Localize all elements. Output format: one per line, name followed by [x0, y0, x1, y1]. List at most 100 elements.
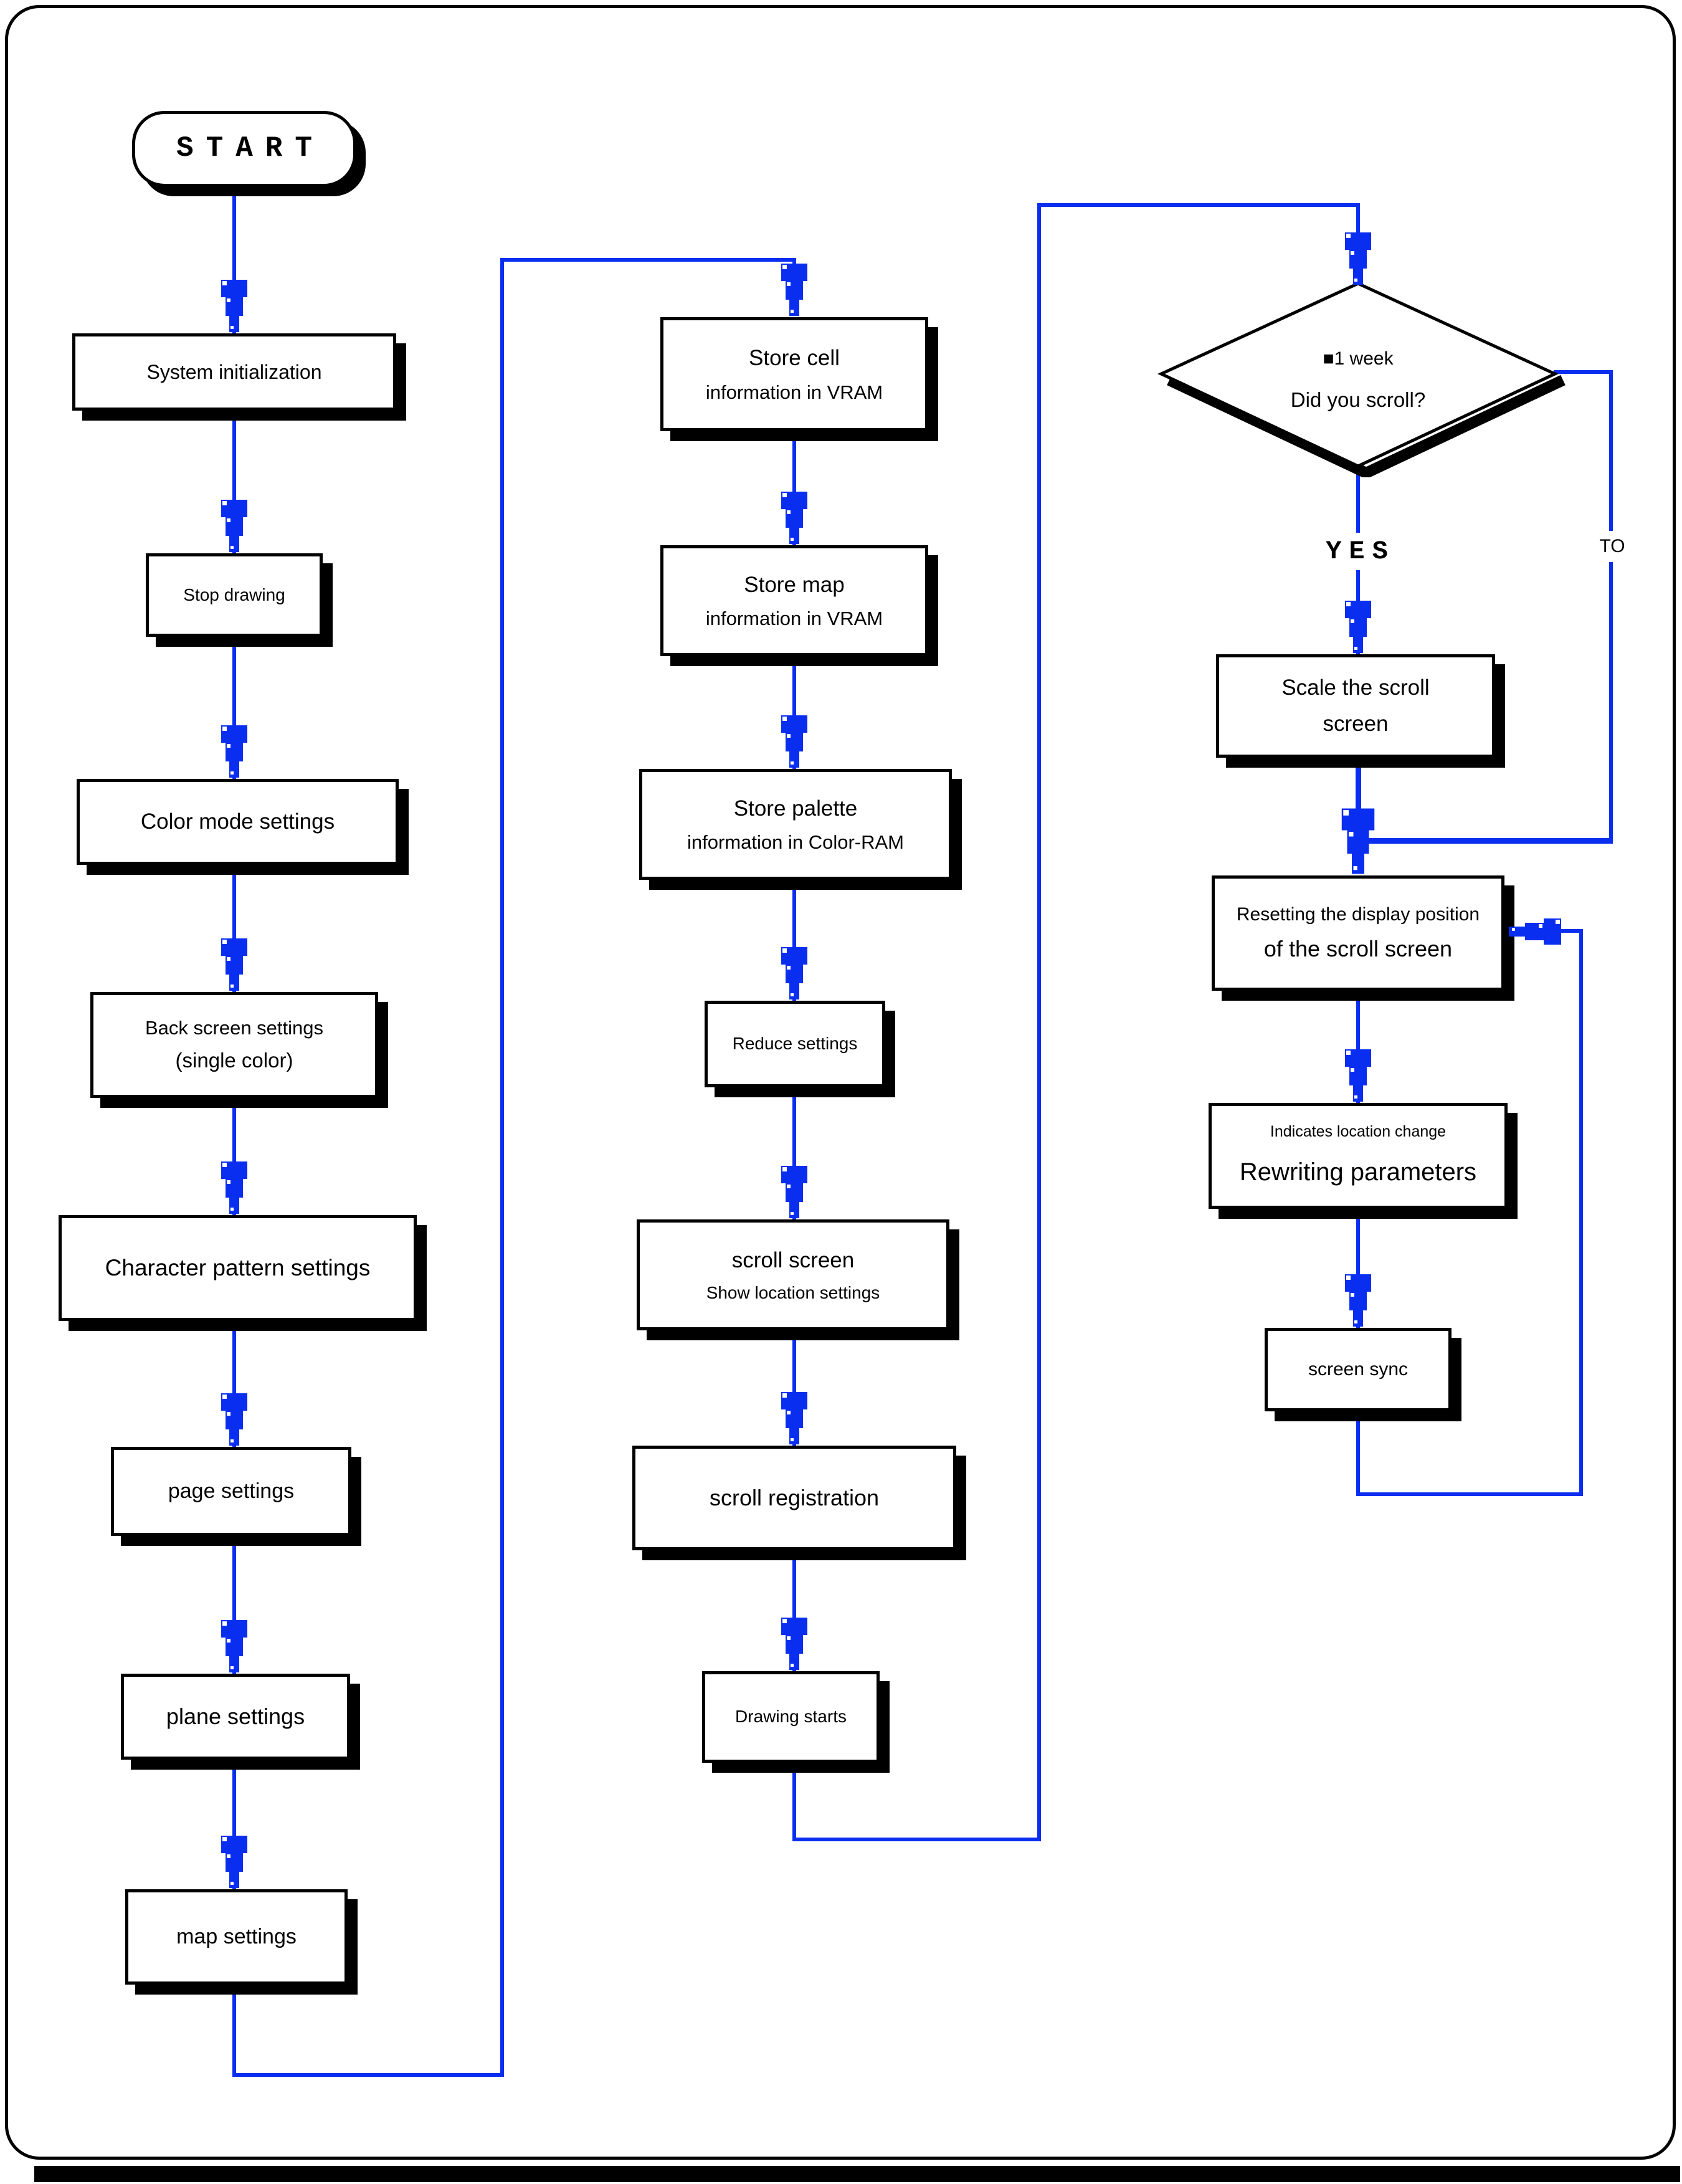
- node-reduce-settings: Reduce settings: [705, 1001, 885, 1087]
- node-label: (single color): [175, 1049, 293, 1072]
- decision-diamond-shape: [1157, 282, 1566, 477]
- connector-loop: [1356, 1492, 1583, 1496]
- arrowhead-icon: [219, 496, 249, 553]
- arrowhead-icon: [219, 1390, 249, 1447]
- node-label: Show location settings: [706, 1282, 880, 1302]
- connector: [1037, 203, 1041, 1841]
- node-label: Reduce settings: [732, 1034, 858, 1054]
- node-label: Drawing starts: [735, 1707, 847, 1727]
- node-label: information in VRAM: [705, 381, 883, 403]
- page-bottom-bar: [34, 2166, 1680, 2182]
- connector: [232, 413, 236, 553]
- node-store-palette: Store palette information in Color-RAM: [639, 769, 952, 880]
- arrowhead-icon: [219, 1616, 249, 1674]
- node-rewriting-parameters: Indicates location change Rewriting para…: [1209, 1103, 1508, 1209]
- arrowhead-icon: [1343, 229, 1373, 286]
- node-map-settings: map settings: [125, 1889, 348, 1985]
- decision-diamond: [1146, 272, 1582, 477]
- connector: [792, 1773, 796, 1841]
- node-label: screen sync: [1308, 1359, 1409, 1380]
- connector: [500, 258, 504, 2077]
- connector: [792, 1838, 1041, 1841]
- node-label: Color mode settings: [140, 809, 335, 834]
- yes-branch-label: YES: [1302, 533, 1419, 570]
- connector: [232, 1538, 236, 1674]
- connector: [1037, 203, 1360, 207]
- connector: [232, 1987, 236, 2077]
- connector: [1356, 203, 1360, 253]
- node-label: plane settings: [166, 1704, 305, 1730]
- connector: [1356, 1219, 1360, 1328]
- start-label: START: [176, 132, 325, 165]
- arrowhead-icon: [779, 712, 809, 769]
- node-label: Scale the scroll: [1281, 675, 1430, 700]
- arrowhead-icon: [1343, 597, 1373, 654]
- arrowhead-icon: [779, 260, 809, 317]
- arrowhead-icon: [779, 1388, 809, 1446]
- node-label: of the scroll screen: [1263, 935, 1453, 961]
- node-label: Store palette: [733, 796, 858, 821]
- arrowhead-icon: [219, 935, 249, 992]
- node-label: System initialization: [146, 360, 322, 383]
- node-drawing-starts: Drawing starts: [702, 1671, 880, 1763]
- arrowhead-icon: [1343, 1046, 1373, 1103]
- connector: [232, 1762, 236, 1889]
- connector: [232, 1323, 236, 1447]
- node-label: page settings: [168, 1479, 295, 1504]
- connector-merge: [1356, 838, 1613, 844]
- connector: [792, 1097, 796, 1219]
- arrowhead-icon: [219, 1832, 249, 1889]
- connector-loop: [1356, 1421, 1360, 1496]
- node-label: Stop drawing: [183, 584, 285, 604]
- node-label: scroll screen: [731, 1248, 855, 1273]
- arrowhead-icon: [779, 488, 809, 545]
- connector: [500, 258, 796, 262]
- connector-no-branch: [1554, 370, 1613, 374]
- arrowhead-icon: [779, 1614, 809, 1671]
- arrowhead-icon: [219, 722, 249, 779]
- connector: [792, 890, 796, 1001]
- node-label: Store map: [744, 572, 845, 597]
- start-node: START: [132, 111, 356, 187]
- connector: [792, 1560, 796, 1671]
- node-label: scroll registration: [709, 1485, 880, 1511]
- decision-text: ■1 week Did you scroll?: [1171, 324, 1545, 436]
- connector: [232, 187, 236, 333]
- node-label: Character pattern settings: [105, 1255, 371, 1281]
- connector: [232, 639, 236, 779]
- connector-no-branch: [1609, 370, 1613, 842]
- connector: [1356, 766, 1361, 842]
- page-border-frame: [5, 5, 1676, 2160]
- connector-loop: [1579, 929, 1583, 1496]
- node-page-settings: page settings: [111, 1447, 351, 1536]
- node-stop-drawing: Stop drawing: [146, 553, 323, 637]
- node-back-screen-settings: Back screen settings (single color): [90, 992, 378, 1098]
- connector-loop: [1544, 929, 1583, 933]
- node-label: Back screen settings: [145, 1017, 324, 1039]
- arrowhead-icon: [219, 1158, 249, 1215]
- node-label: information in VRAM: [705, 608, 883, 630]
- node-scroll-screen: scroll screen Show location settings: [637, 1219, 949, 1330]
- arrowhead-icon: [779, 943, 809, 1001]
- node-label: information in Color-RAM: [687, 831, 904, 854]
- node-label: Resetting the display position: [1236, 904, 1480, 925]
- no-branch-label: TO: [1586, 531, 1638, 562]
- node-store-map: Store map information in VRAM: [660, 545, 928, 656]
- arrowhead-icon: [1343, 1271, 1373, 1328]
- connector: [232, 1100, 236, 1215]
- node-scroll-registration: scroll registration: [632, 1446, 956, 1550]
- arrowhead-icon: [1339, 804, 1377, 875]
- arrowhead-icon: [219, 276, 249, 333]
- node-store-cell: Store cell information in VRAM: [660, 317, 928, 431]
- node-label: Rewriting parameters: [1239, 1158, 1477, 1186]
- node-screen-sync: screen sync: [1265, 1328, 1452, 1411]
- connector: [232, 867, 236, 992]
- decision-line1: ■1 week: [1323, 348, 1394, 369]
- node-label: Store cell: [749, 346, 840, 371]
- node-color-mode-settings: Color mode settings: [77, 779, 399, 865]
- node-character-pattern-settings: Character pattern settings: [59, 1215, 417, 1321]
- arrowhead-icon: [1508, 917, 1565, 947]
- node-system-initialization: System initialization: [72, 333, 396, 411]
- node-sublabel: Indicates location change: [1270, 1123, 1447, 1141]
